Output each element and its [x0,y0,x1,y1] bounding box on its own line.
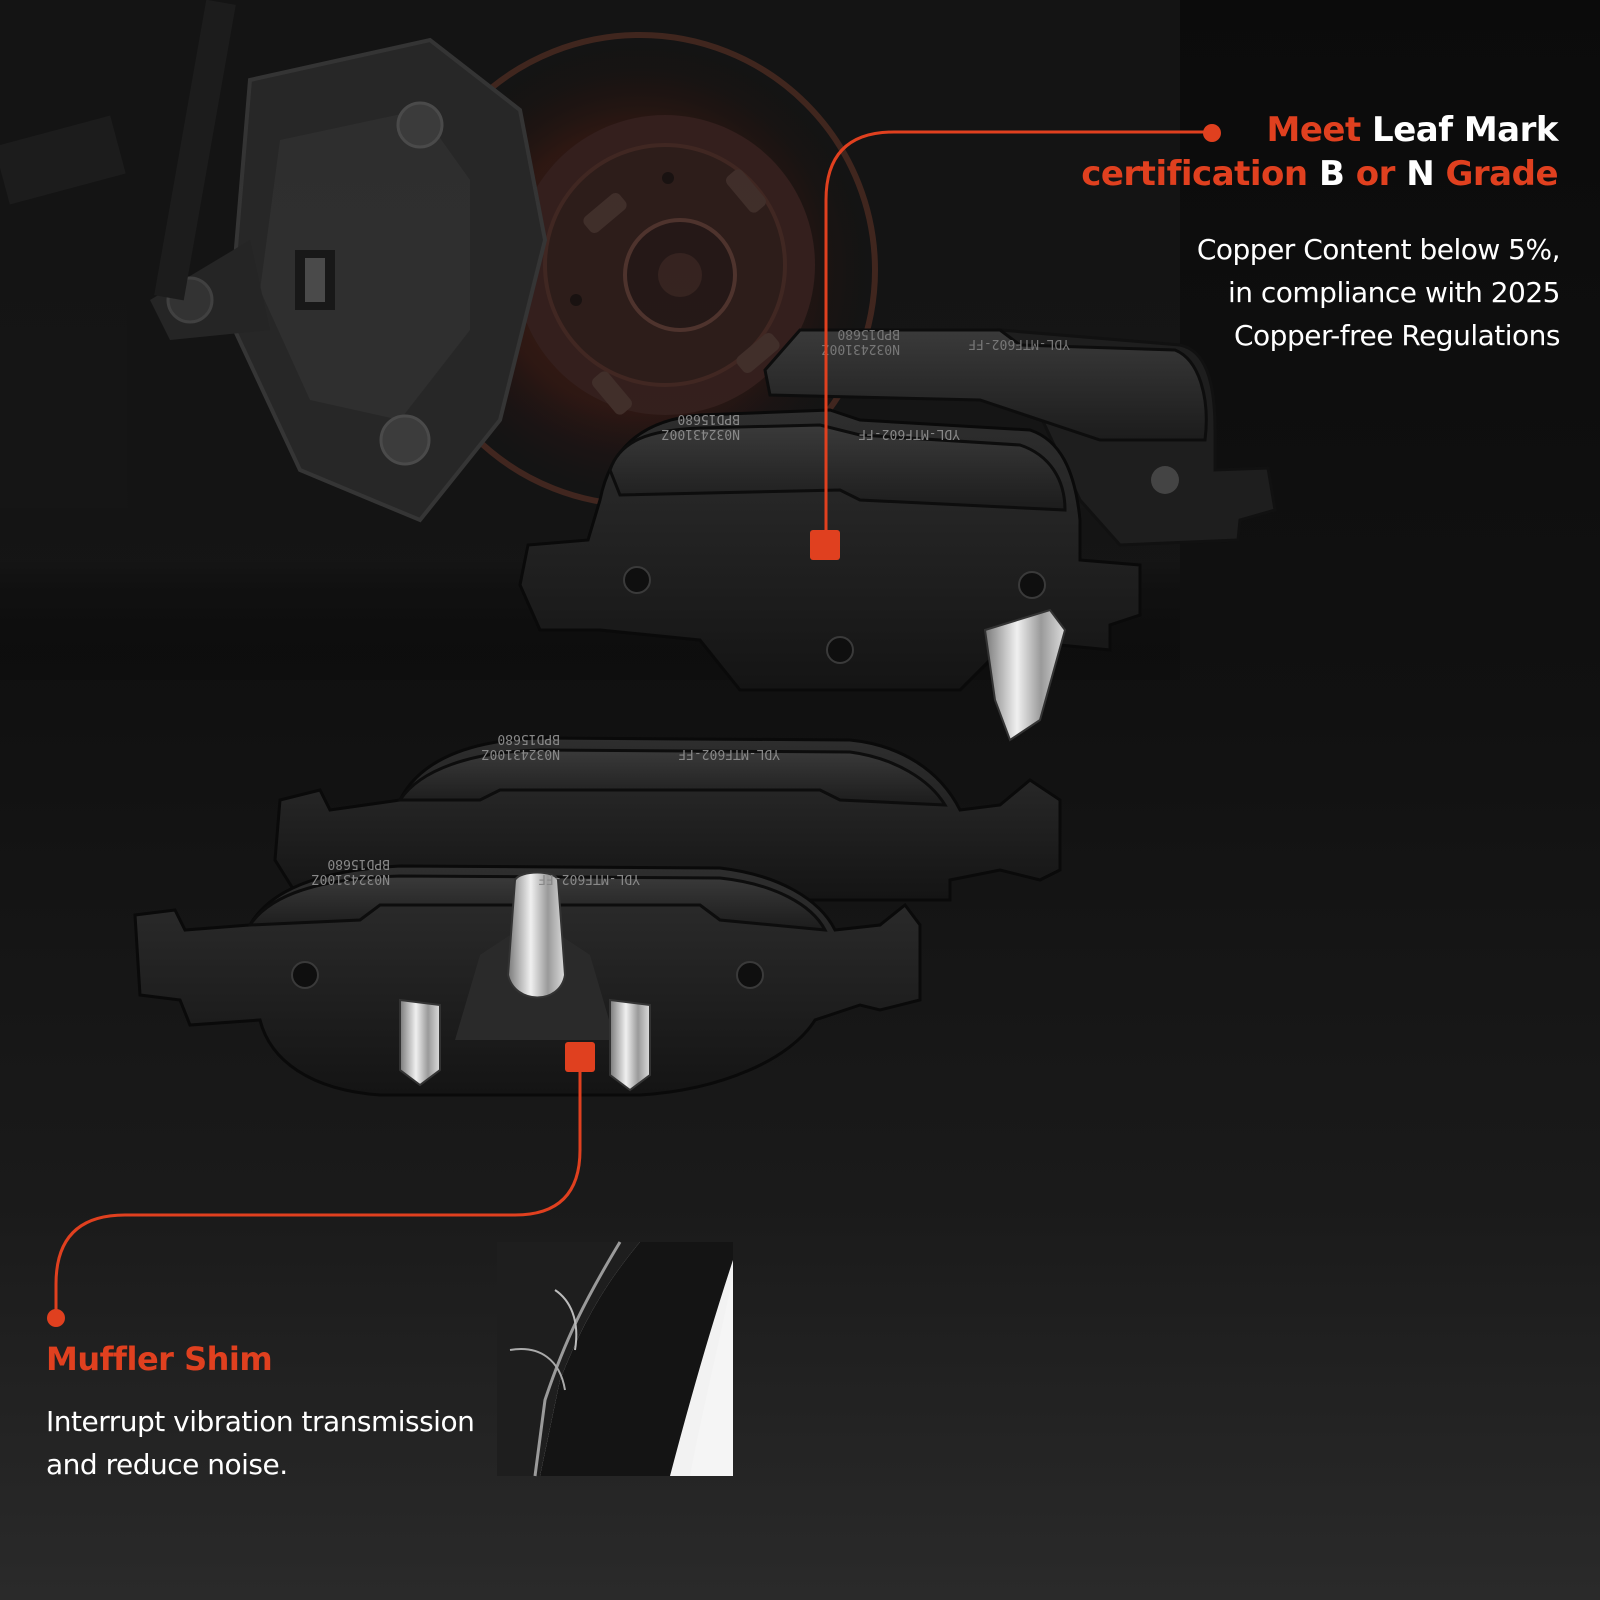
brake-pad-rear-top: N03243100Z BPD15680 YDL-MTF602-FF [763,326,1277,547]
pad-marking-code-2: BPD15680 [677,411,740,426]
pad-marking-model-2: YDL-MTF602-FF [858,426,960,441]
headline-segment: Meet [1266,110,1373,150]
copper-line: Copper Content below 5%, [1196,233,1561,266]
pad-marking-part: N03243100Z [822,341,900,356]
pad-marking-model-4: YDL-MTF602-FF [538,871,640,886]
muffler-shim-title: Muffler Shim [46,1340,273,1378]
shim-closeup-image [497,1241,733,1477]
copper-content-text: Copper Content below 5%, in compliance w… [1196,228,1561,357]
shim-line: Interrupt vibration transmission [46,1405,475,1438]
headline-line-2: certification B or N Grade [1081,152,1558,196]
pad-marking-part-4: N03243100Z [312,871,390,886]
pad-marking-code: BPD15680 [837,326,900,341]
headline-segment: certification [1081,154,1319,194]
pad-marking-model: YDL-MTF602-FF [968,336,1070,351]
headline-segment: Leaf Mark [1372,110,1558,150]
brake-pad-front-top: N03243100Z BPD15680 YDL-MTF602-FF [273,731,1062,902]
headline-line-1: Meet Leaf Mark [1081,108,1559,152]
pad-marking-model-3: YDL-MTF602-FF [678,746,780,761]
marker-dot-top [1203,124,1221,142]
copper-line: Copper-free Regulations [1234,319,1561,352]
pad-marking-code-3: BPD15680 [497,731,560,746]
headline-segment: B [1318,154,1356,194]
headline-segment: N [1406,154,1446,194]
pad-marking-part-3: N03243100Z [482,746,560,761]
copper-line: in compliance with 2025 [1227,276,1561,309]
marker-square-bottom [565,1042,595,1072]
marker-dot-bottom [47,1309,65,1327]
headline-segment: Grade [1445,154,1558,194]
leader-line-bottom [47,1042,595,1327]
leader-line-top [810,124,1221,560]
brake-pad-front-bottom: N03243100Z BPD15680 YDL-MTF602-FF [133,856,922,1097]
marker-square-top [810,530,840,560]
certification-headline: Meet Leaf Mark certification B or N Grad… [1081,108,1558,196]
pad-marking-code-4: BPD15680 [327,856,390,871]
headline-segment: or [1355,154,1407,194]
shim-line: and reduce noise. [46,1448,288,1481]
muffler-shim-description: Interrupt vibration transmission and red… [46,1400,475,1486]
pad-marking-part-2: N03243100Z [662,426,740,441]
